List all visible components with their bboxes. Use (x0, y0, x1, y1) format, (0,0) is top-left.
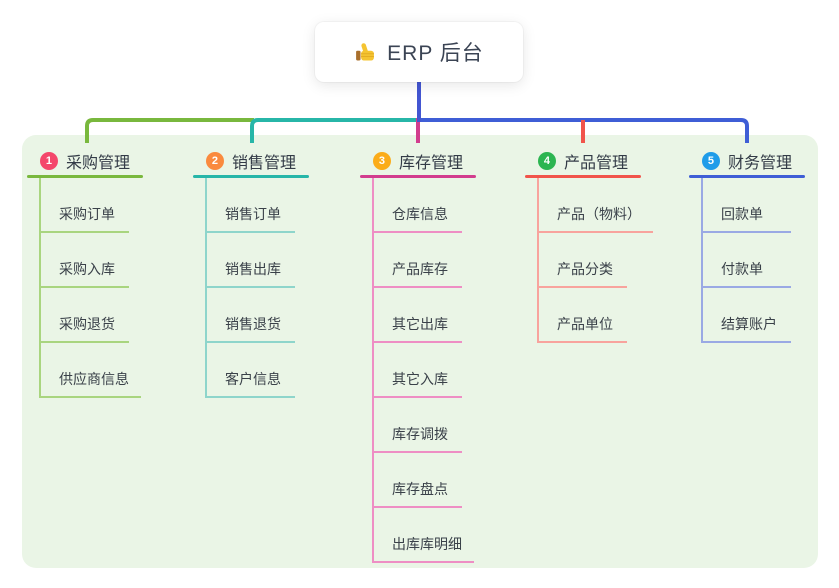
branch-title-label: 财务管理 (727, 154, 792, 172)
branch-5-title[interactable]: 5 财务管理 (689, 146, 805, 175)
branch-2-child-4[interactable]: 客户信息 (207, 343, 295, 398)
branches-panel (22, 135, 818, 568)
branch-title-label: 采购管理 (65, 154, 130, 172)
branch-2-child-3[interactable]: 销售退货 (207, 288, 295, 343)
branch-3-title[interactable]: 3 库存管理 (360, 146, 476, 175)
branch-1-child-4[interactable]: 供应商信息 (41, 343, 141, 398)
branch-title-underline (525, 175, 641, 178)
branch-4-number-badge: 4 (537, 151, 556, 170)
branch-2-child-2[interactable]: 销售出库 (207, 233, 295, 288)
branch-2: 2 销售管理 销售订单销售出库销售退货客户信息 (193, 146, 309, 398)
branch-5-children: 回款单付款单结算账户 (701, 178, 791, 343)
branch-3-number-badge: 3 (372, 151, 391, 170)
branch-3-child-3[interactable]: 其它出库 (374, 288, 462, 343)
root-node[interactable]: ERP 后台 (315, 22, 523, 82)
branch-4: 4 产品管理 产品（物料）产品分类产品单位 (525, 146, 653, 343)
branch-2-number-badge: 2 (205, 151, 224, 170)
branch-3-child-6[interactable]: 库存盘点 (374, 453, 462, 508)
branch-3-child-4[interactable]: 其它入库 (374, 343, 462, 398)
root-title: ERP 后台 (387, 42, 484, 65)
branch-title-label: 销售管理 (231, 154, 296, 172)
branch-3-child-5[interactable]: 库存调拨 (374, 398, 462, 453)
branch-title-underline (27, 175, 143, 178)
branch-5-child-2[interactable]: 付款单 (703, 233, 791, 288)
branch-title-underline (360, 175, 476, 178)
branch-3-child-2[interactable]: 产品库存 (374, 233, 462, 288)
branch-5-child-1[interactable]: 回款单 (703, 178, 791, 233)
branch-1-child-2[interactable]: 采购入库 (41, 233, 129, 288)
branch-title-underline (193, 175, 309, 178)
branch-3-child-1[interactable]: 仓库信息 (374, 178, 462, 233)
thumbs-up-icon (356, 42, 375, 61)
branch-1-child-3[interactable]: 采购退货 (41, 288, 129, 343)
branch-2-title[interactable]: 2 销售管理 (193, 146, 309, 175)
branch-3-children: 仓库信息产品库存其它出库其它入库库存调拨库存盘点出库库明细 (372, 178, 474, 563)
branch-5-number-badge: 5 (701, 151, 720, 170)
branch-4-title[interactable]: 4 产品管理 (525, 146, 641, 175)
branch-5-child-3[interactable]: 结算账户 (703, 288, 791, 343)
branch-4-child-3[interactable]: 产品单位 (539, 288, 627, 343)
branch-3-child-7[interactable]: 出库库明细 (374, 508, 474, 563)
branch-1-child-1[interactable]: 采购订单 (41, 178, 129, 233)
branch-2-children: 销售订单销售出库销售退货客户信息 (205, 178, 295, 398)
branch-1-children: 采购订单采购入库采购退货供应商信息 (39, 178, 141, 398)
branch-title-label: 库存管理 (398, 154, 463, 172)
branch-4-children: 产品（物料）产品分类产品单位 (537, 178, 653, 343)
branch-1-number-badge: 1 (39, 151, 58, 170)
branch-4-child-2[interactable]: 产品分类 (539, 233, 627, 288)
branch-2-child-1[interactable]: 销售订单 (207, 178, 295, 233)
branch-title-label: 产品管理 (563, 154, 628, 172)
branch-1: 1 采购管理 采购订单采购入库采购退货供应商信息 (27, 146, 143, 398)
branch-title-underline (689, 175, 805, 178)
branch-1-title[interactable]: 1 采购管理 (27, 146, 143, 175)
branch-3: 3 库存管理 仓库信息产品库存其它出库其它入库库存调拨库存盘点出库库明细 (360, 146, 476, 563)
branch-4-child-1[interactable]: 产品（物料） (539, 178, 653, 233)
branch-5: 5 财务管理 回款单付款单结算账户 (689, 146, 805, 343)
